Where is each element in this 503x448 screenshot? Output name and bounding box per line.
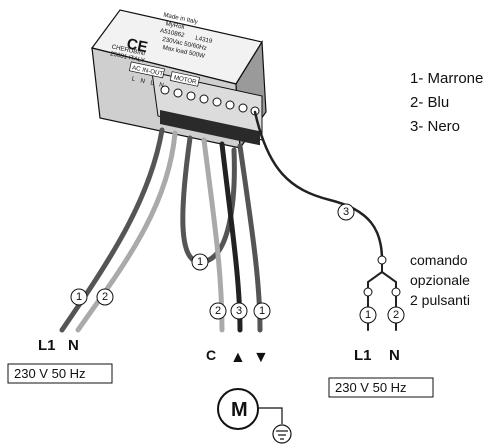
legend-item-3: 3- Nero bbox=[410, 118, 460, 135]
marker-left-1: 1 bbox=[70, 288, 88, 306]
command-line-2: opzionale bbox=[410, 272, 470, 288]
svg-text:2: 2 bbox=[393, 309, 399, 321]
terminal-screws bbox=[160, 85, 260, 146]
motor-down-label: ▼ bbox=[253, 349, 269, 366]
svg-text:1: 1 bbox=[76, 291, 82, 303]
motor-m-label: M bbox=[231, 399, 248, 421]
legend-item-2: 2- Blu bbox=[410, 94, 449, 111]
ce-mark: CE bbox=[125, 35, 149, 56]
device-module: CE Made in Italy MyRoll A510862 L4319 23… bbox=[90, 9, 267, 150]
left-supply: L1 N 230 V 50 Hz bbox=[7, 337, 113, 384]
marker-left-2: 2 bbox=[96, 288, 114, 306]
marker-loop-1: 1 bbox=[191, 253, 209, 271]
motor-common-label: C bbox=[206, 347, 216, 363]
marker-motor-2: 2 bbox=[209, 302, 227, 320]
product-label: MyRoll bbox=[165, 20, 185, 31]
right-n-label: N bbox=[389, 347, 400, 364]
marker-button-2: 2 bbox=[387, 306, 405, 324]
optional-command-label: comando opzionale 2 pulsanti bbox=[410, 252, 470, 308]
right-l1-label: L1 bbox=[354, 347, 372, 364]
left-rating-label: 230 V 50 Hz bbox=[14, 366, 86, 381]
motor-symbol: C ▲ ▼ M bbox=[206, 347, 292, 444]
marker-motor-3: 3 bbox=[230, 302, 248, 320]
marker-command-3: 3 bbox=[337, 203, 355, 221]
legend-item-1: 1- Marrone bbox=[410, 70, 483, 87]
left-n-label: N bbox=[68, 337, 79, 354]
command-line-3: 2 pulsanti bbox=[410, 292, 470, 308]
ground-icon bbox=[258, 407, 292, 444]
marker-button-1: 1 bbox=[359, 306, 377, 324]
svg-text:1: 1 bbox=[365, 309, 371, 321]
color-legend: 1- Marrone 2- Blu 3- Nero bbox=[410, 70, 483, 135]
command-line-1: comando bbox=[410, 252, 468, 268]
motor-up-label: ▲ bbox=[230, 349, 246, 366]
svg-text:2: 2 bbox=[102, 291, 108, 303]
left-l1-label: L1 bbox=[38, 337, 56, 354]
wire-markers: 1 2 1 2 3 1 3 1 2 bbox=[70, 203, 405, 324]
motor-terminal-label: MOTOR bbox=[173, 74, 197, 86]
svg-text:1: 1 bbox=[197, 256, 203, 268]
right-rating-label: 230 V 50 Hz bbox=[335, 380, 407, 395]
model-label: L4319 bbox=[195, 35, 214, 46]
svg-text:1: 1 bbox=[259, 305, 265, 317]
marker-motor-1: 1 bbox=[253, 302, 271, 320]
right-supply: L1 N 230 V 50 Hz bbox=[328, 347, 434, 398]
svg-text:2: 2 bbox=[215, 305, 221, 317]
svg-text:3: 3 bbox=[343, 206, 349, 218]
svg-text:3: 3 bbox=[236, 305, 242, 317]
